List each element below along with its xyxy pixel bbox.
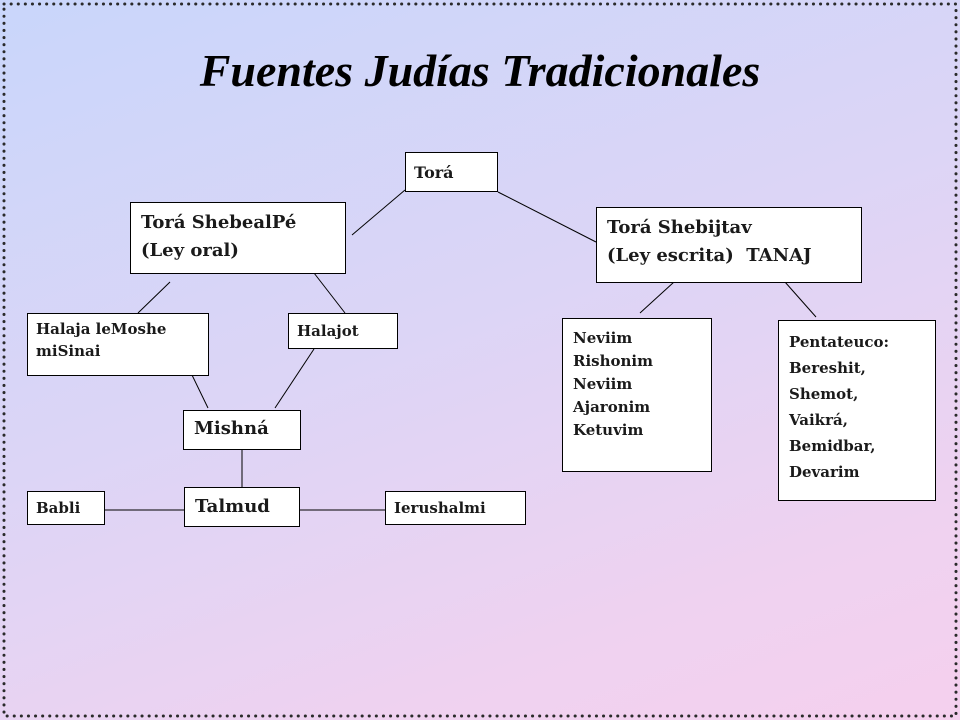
node-pentateuco-line-3: Shemot, xyxy=(789,385,859,403)
node-mishna-label: Mishná xyxy=(194,418,269,439)
node-pentateuco-line-6: Devarim xyxy=(789,463,860,481)
node-tora: Torá xyxy=(405,152,498,192)
node-tora-escrita: Torá Shebijtav (Ley escrita) TANAJ xyxy=(596,207,862,283)
node-halaja-lemoshe: Halaja leMoshe miSinai xyxy=(27,313,209,376)
node-halaja-lemoshe-line-1: Halaja leMoshe xyxy=(36,320,167,338)
node-babli-label: Babli xyxy=(36,499,81,517)
slide-title: Fuentes Judías Tradicionales xyxy=(199,45,761,96)
link-halajot-mishna xyxy=(274,348,315,409)
node-neviim-line-5: Ketuvim xyxy=(573,421,644,439)
node-tora-oral-line-2: (Ley oral) xyxy=(141,240,239,261)
node-talmud-label: Talmud xyxy=(195,496,270,517)
node-pentateuco-line-1: Pentateuco: xyxy=(789,333,890,351)
node-tora-oral-line-1: Torá ShebealPé xyxy=(141,212,297,233)
link-escrita-pentateuco xyxy=(784,281,817,318)
node-tora-oral: Torá ShebealPé (Ley oral) xyxy=(130,202,346,274)
node-ierushalmi: Ierushalmi xyxy=(385,491,526,525)
node-neviim-line-4: Ajaronim xyxy=(573,398,651,416)
node-talmud: Talmud xyxy=(184,487,300,527)
node-neviim-line-1: Neviim xyxy=(573,329,633,347)
node-neviim-line-2: Rishonim xyxy=(573,352,653,370)
node-halaja-lemoshe-line-2: miSinai xyxy=(36,342,101,360)
node-tora-escrita-line-1: Torá Shebijtav xyxy=(607,217,752,238)
link-halaja-mishna xyxy=(191,374,209,409)
node-pentateuco-line-4: Vaikrá, xyxy=(789,411,848,429)
node-pentateuco-line-5: Bemidbar, xyxy=(789,437,876,455)
node-babli: Babli xyxy=(27,491,105,525)
node-pentateuco-line-2: Bereshit, xyxy=(789,359,866,377)
node-neviim-ketuvim: Neviim Rishonim Neviim Ajaronim Ketuvim xyxy=(562,318,712,472)
link-oral-halajot xyxy=(313,272,346,314)
node-mishna: Mishná xyxy=(183,410,301,450)
link-tora-escrita xyxy=(497,191,597,243)
node-pentateuco: Pentateuco: Bereshit, Shemot, Vaikrá, Be… xyxy=(778,320,936,501)
node-halajot-label: Halajot xyxy=(297,322,359,340)
node-halajot: Halajot xyxy=(288,313,398,349)
link-oral-halaja xyxy=(137,281,171,314)
node-neviim-line-3: Neviim xyxy=(573,375,633,393)
node-ierushalmi-label: Ierushalmi xyxy=(394,499,486,517)
link-escrita-neviim xyxy=(639,281,675,314)
link-tora-oral xyxy=(351,189,406,236)
node-tora-label: Torá xyxy=(414,163,454,182)
node-tora-escrita-line-2: (Ley escrita) TANAJ xyxy=(607,245,812,266)
